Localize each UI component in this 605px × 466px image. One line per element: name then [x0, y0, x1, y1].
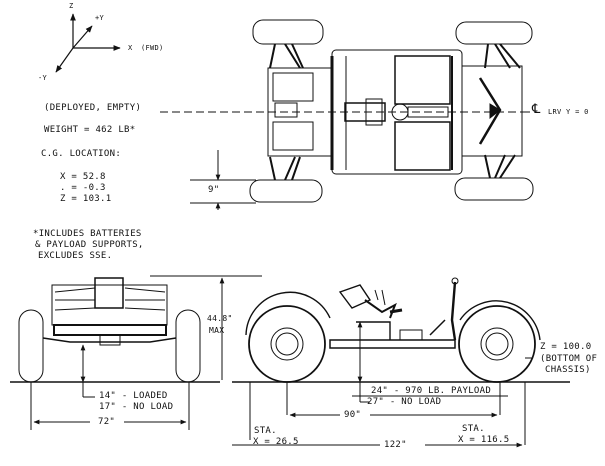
top-view — [160, 19, 534, 210]
axis-label-x: X — [128, 44, 133, 52]
front-wheel-left — [18, 309, 44, 383]
z-reference-note-1: (BOTTOM OF — [540, 354, 598, 364]
side-wheel-rear — [458, 305, 536, 383]
clearance-noload: 17" - NO LOAD — [99, 402, 174, 412]
centerline-label: LRV Y = 0 — [548, 108, 589, 116]
axis-label-z: Z — [69, 2, 74, 10]
plus-y-axis-arrow — [72, 25, 93, 49]
axis-label-fwd: (FWD) — [141, 44, 164, 52]
cg-title: C.G. LOCATION: — [41, 149, 122, 159]
height-max-label: MAX — [209, 326, 225, 335]
top-wheel-rear-left — [455, 21, 533, 45]
clearance-loaded: 14" - LOADED — [99, 391, 168, 401]
top-wheel-front-left — [252, 19, 324, 45]
coordinate-axes — [55, 13, 121, 73]
cg-z-value: Z = 103.1 — [60, 194, 112, 204]
z-reference: Z = 100.0 — [540, 342, 592, 352]
minus-y-axis-arrow — [55, 47, 74, 73]
weight-text: WEIGHT = 462 LB* — [44, 125, 136, 135]
top-wheel-rear-right — [454, 177, 534, 201]
top-wheel-front-right — [249, 179, 323, 203]
front-wheel-right — [175, 309, 201, 383]
axis-label-plus-y: +Y — [95, 14, 105, 22]
axis-label-minus-y: -Y — [38, 74, 48, 82]
side-view — [232, 277, 570, 448]
wheel-clearance-dim: 9" — [208, 185, 220, 195]
footnote-line-2: & PAYLOAD SUPPORTS, — [35, 240, 144, 250]
station-front-value: X = 26.5 — [253, 437, 299, 447]
track-width: 72" — [98, 417, 116, 427]
z-reference-note-2: CHASSIS) — [545, 365, 591, 375]
side-clearance-noload: 27" - NO LOAD — [367, 397, 442, 407]
station-rear-label: STA. — [462, 424, 485, 434]
condition-text: (DEPLOYED, EMPTY) — [44, 103, 142, 113]
footnote-line-1: *INCLUDES BATTERIES — [33, 229, 142, 239]
side-wheel-front — [248, 305, 326, 383]
height-dim: 44.8" — [207, 314, 233, 323]
front-view — [10, 275, 262, 430]
footnote-line-3: EXCLUDES SSE. — [38, 251, 113, 261]
cg-y-value: . = -0.3 — [60, 183, 106, 193]
cg-x-value: X = 52.8 — [60, 172, 106, 182]
wheelbase: 90" — [344, 410, 362, 420]
overall-length: 122" — [384, 440, 407, 450]
station-rear-value: X = 116.5 — [458, 435, 510, 445]
clearance-payload: 24" - 970 LB. PAYLOAD — [371, 386, 492, 396]
centerline-symbol: ℄ — [532, 102, 541, 117]
station-front-label: STA. — [254, 426, 277, 436]
